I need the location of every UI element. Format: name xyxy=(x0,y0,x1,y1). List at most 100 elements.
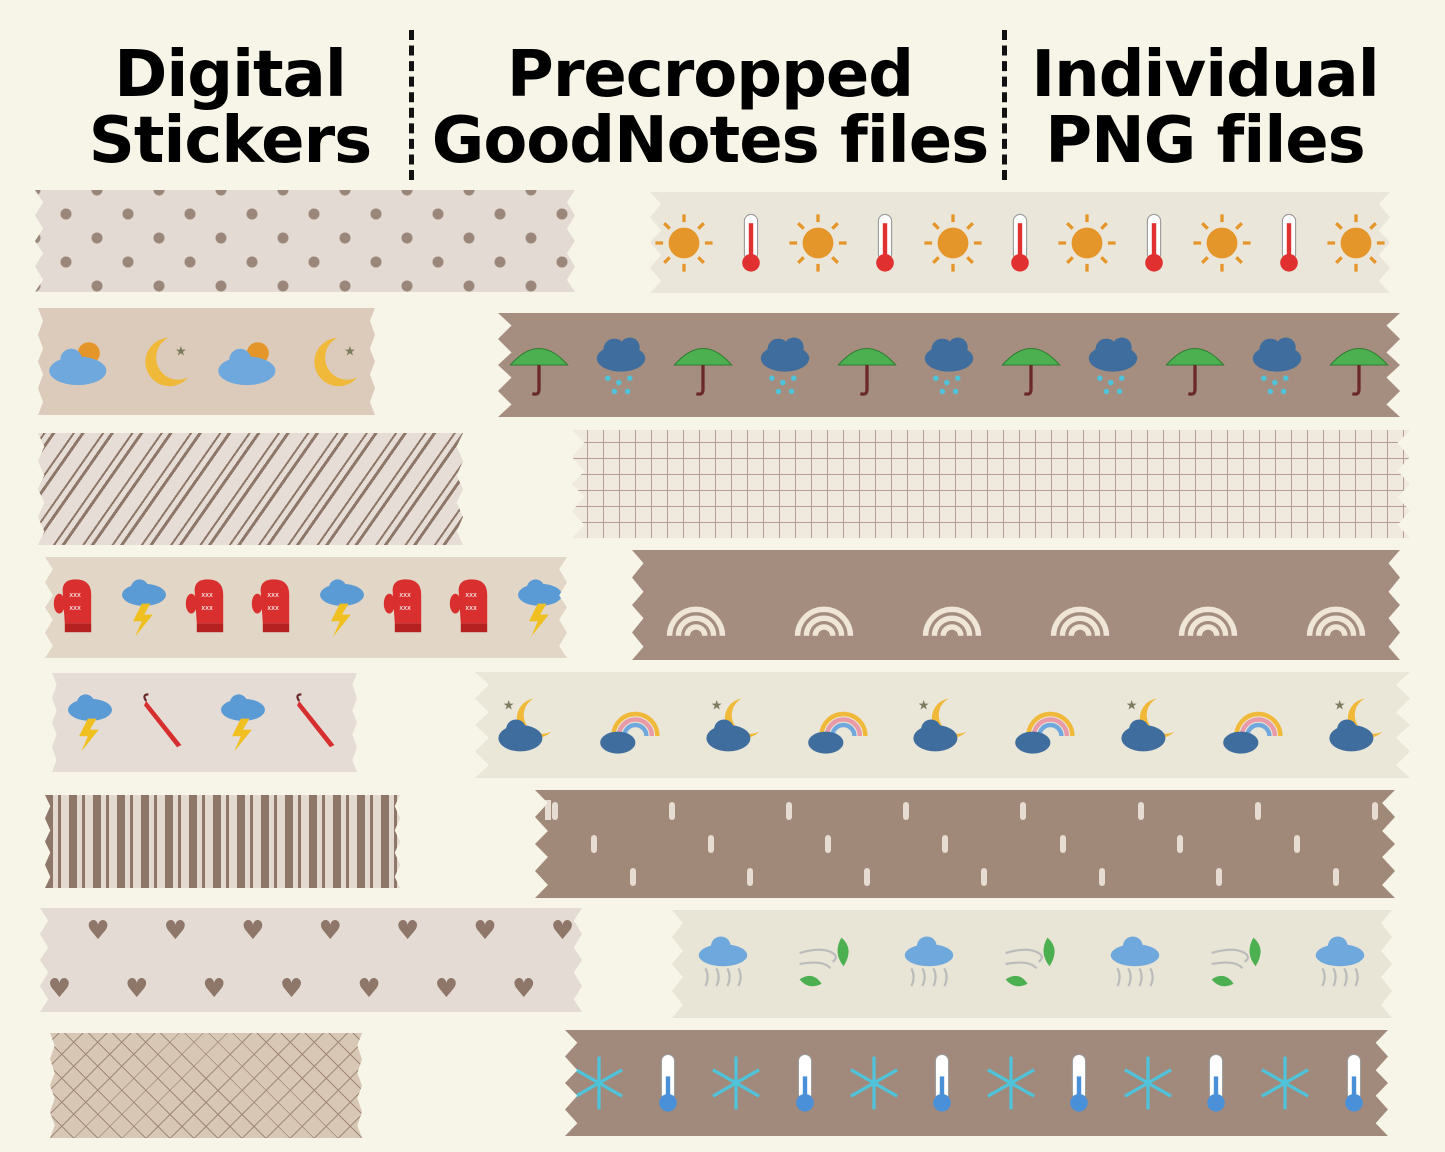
svg-text:xxx: xxx xyxy=(69,604,81,612)
heart-icon: ♥ xyxy=(357,974,381,1004)
heart-icon: ♥ xyxy=(473,916,497,946)
wind-leaf-icon xyxy=(799,937,849,987)
heart-icon: ♥ xyxy=(86,916,110,946)
header-line: Individual xyxy=(1031,38,1379,112)
washi-tape-right-8[interactable] xyxy=(565,1030,1388,1136)
thermometer-blue-icon xyxy=(659,1053,677,1112)
svg-text:★: ★ xyxy=(1334,699,1346,714)
washi-tape-right-6[interactable] xyxy=(535,790,1395,898)
jelly-cloud-icon xyxy=(699,936,748,987)
washi-tape-right-5[interactable]: ★★★★★ xyxy=(475,672,1410,778)
dash-mark xyxy=(981,868,988,886)
dash-mark xyxy=(707,835,714,853)
umbrella-closed-icon xyxy=(143,692,182,747)
heart-icon: ♥ xyxy=(396,916,420,946)
snowflake-icon xyxy=(712,1056,761,1110)
moon-cloud-icon: ★ xyxy=(1121,698,1175,752)
dash-mark xyxy=(746,868,753,886)
moon-cloud-icon: ★ xyxy=(1329,698,1383,752)
jelly-cloud-icon xyxy=(904,936,954,987)
rain-cloud-icon xyxy=(1088,337,1138,395)
washi-tape-left-1[interactable] xyxy=(35,190,575,292)
sun-icon xyxy=(655,213,713,272)
svg-text:xxx: xxx xyxy=(399,591,411,599)
umbrella-icon xyxy=(1329,348,1389,396)
thermometer-blue-icon xyxy=(1344,1053,1363,1112)
dash-mark xyxy=(1098,868,1105,886)
heart-icon: ♥ xyxy=(241,916,265,946)
dash-mark xyxy=(1176,835,1183,853)
dashed-divider xyxy=(409,30,414,180)
header-line: GoodNotes files xyxy=(431,104,989,178)
mitten-icon: xxx xxx xyxy=(449,578,488,632)
svg-text:★: ★ xyxy=(918,699,930,714)
dashed-divider xyxy=(1002,30,1007,180)
dash-mark xyxy=(1333,868,1340,886)
washi-tape-right-3[interactable] xyxy=(572,430,1410,538)
dash-mark xyxy=(864,868,871,886)
dash-mark xyxy=(786,802,792,820)
dash-mark xyxy=(1215,868,1222,886)
rainbow-icon xyxy=(1050,606,1110,637)
umbrella-closed-icon xyxy=(296,692,335,747)
lightning-cloud-icon xyxy=(122,578,166,637)
umbrella-icon xyxy=(673,348,733,396)
snowflake-icon xyxy=(849,1056,898,1110)
snowflake-icon xyxy=(1261,1056,1309,1110)
rainbow-icon xyxy=(794,606,854,637)
jelly-cloud-icon xyxy=(1316,936,1365,987)
thermometer-icon xyxy=(876,213,895,272)
washi-tape-right-2[interactable] xyxy=(498,313,1400,417)
dash-mark xyxy=(629,868,636,886)
sun-icon xyxy=(1327,213,1385,272)
moon-icon: ★ xyxy=(314,337,358,386)
jelly-cloud-icon xyxy=(1110,936,1159,987)
cloud-sun-icon xyxy=(217,341,276,385)
mitten-icon: xxx xxx xyxy=(53,578,92,632)
dash-mark xyxy=(551,802,558,820)
dash-mark xyxy=(1020,802,1027,820)
svg-text:xxx: xxx xyxy=(201,604,213,612)
wind-leaf-icon xyxy=(1005,937,1055,987)
svg-text:xxx: xxx xyxy=(399,604,411,612)
rain-cloud-icon xyxy=(596,337,646,395)
thermometer-icon xyxy=(1280,213,1298,272)
washi-tape-right-4[interactable] xyxy=(632,550,1400,660)
washi-tape-left-5[interactable] xyxy=(52,673,357,772)
lightning-cloud-icon xyxy=(518,578,562,637)
moon-cloud-icon: ★ xyxy=(913,698,967,752)
washi-tape-right-7[interactable] xyxy=(672,910,1392,1018)
dash-mark xyxy=(1059,835,1066,853)
svg-text:xxx: xxx xyxy=(69,591,81,599)
svg-text:xxx: xxx xyxy=(465,591,477,599)
heart-icon: ♥ xyxy=(163,916,188,946)
moon-icon: ★ xyxy=(145,337,189,386)
umbrella-icon xyxy=(1001,348,1061,396)
washi-tape-left-6[interactable] xyxy=(45,795,400,888)
washi-tape-left-2[interactable]: ★★ xyxy=(38,308,375,415)
sun-icon xyxy=(1193,213,1251,272)
snowflake-icon xyxy=(575,1056,624,1110)
header-line: Stickers xyxy=(88,104,372,178)
rainbow-cloud-icon xyxy=(1015,711,1075,754)
washi-tape-left-8[interactable] xyxy=(50,1033,362,1138)
svg-text:xxx: xxx xyxy=(201,591,213,599)
dash-mark xyxy=(825,835,832,853)
washi-tape-left-3[interactable] xyxy=(38,433,463,545)
sun-icon xyxy=(924,213,982,272)
rainbow-cloud-icon xyxy=(1223,711,1283,754)
svg-text:★: ★ xyxy=(710,699,722,714)
wind-leaf-icon xyxy=(1210,937,1261,987)
rainbow-icon xyxy=(922,606,982,637)
rainbow-icon xyxy=(1306,606,1366,637)
washi-tape-left-7[interactable]: ♥♥♥♥♥♥♥♥♥♥♥♥♥♥ xyxy=(40,908,582,1012)
svg-text:xxx: xxx xyxy=(465,604,477,612)
thermometer-blue-icon xyxy=(1070,1053,1089,1112)
dash-mark xyxy=(942,835,949,853)
thermometer-icon xyxy=(1145,213,1164,272)
sun-icon xyxy=(789,213,847,272)
washi-tape-right-1[interactable] xyxy=(650,192,1390,293)
